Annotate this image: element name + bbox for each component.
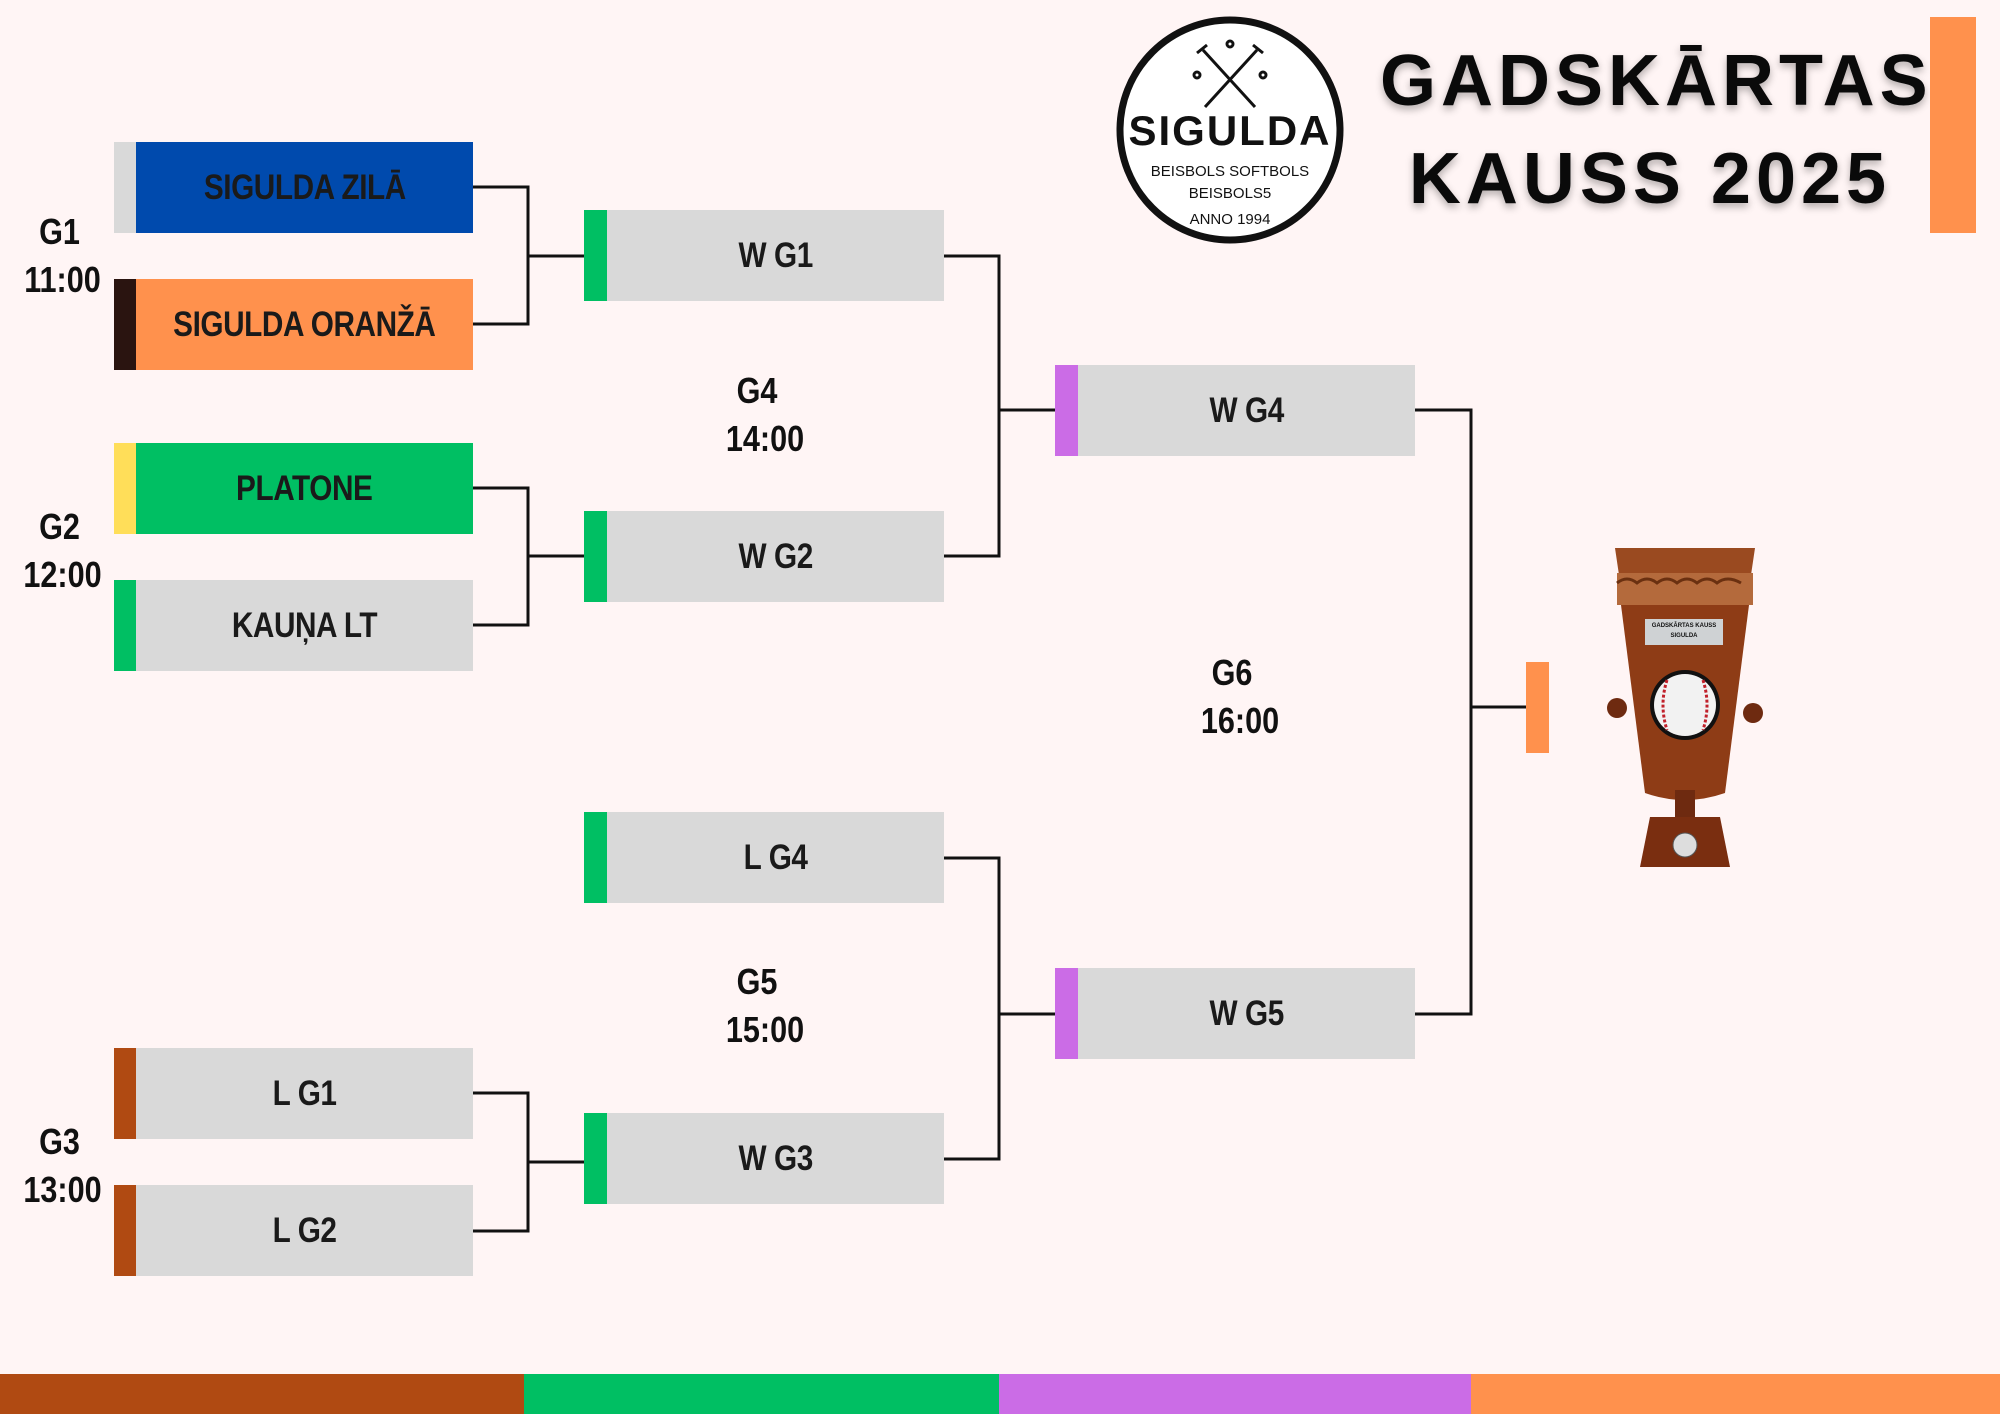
slot-stripe (1055, 968, 1078, 1059)
connector-g5 (944, 856, 1001, 1161)
slot-winner-g5[interactable]: W G5 (1078, 968, 1415, 1059)
final-winner-slot (1526, 662, 1549, 753)
team-label: PLATONE (236, 468, 373, 508)
team-platone[interactable]: PLATONE (136, 443, 473, 534)
team-label: SIGULDA ZILĀ (203, 167, 406, 207)
team-sigulda-oranza[interactable]: SIGULDA ORANŽĀ (136, 279, 473, 370)
slot-label: W G3 (738, 1138, 813, 1178)
logo-line2: BEISBOLS5 (1188, 185, 1272, 202)
slot-label: W G1 (738, 235, 813, 275)
trophy-plaque-line1: GADSKĀRTAS KAUSS (1651, 623, 1717, 629)
slot-label: W G4 (1209, 390, 1284, 430)
slot-stripe (584, 511, 607, 602)
slot-label: W G5 (1209, 993, 1284, 1033)
footer-bar-green (524, 1374, 999, 1414)
team-stripe (114, 279, 137, 370)
sigulda-logo: SIGULDA BEISBOLS SOFTBOLS BEISBOLS5 ANNO… (1115, 15, 1345, 245)
logo-line3: ANNO 1994 (1189, 211, 1271, 228)
team-sigulda-zila[interactable]: SIGULDA ZILĀ (136, 142, 473, 233)
slot-label: L G4 (743, 837, 808, 877)
trophy-plaque-line2: SIGULDA (1670, 633, 1698, 639)
logo-line1: BEISBOLS SOFTBOLS (1150, 163, 1310, 180)
slot-label: L G1 (272, 1073, 337, 1113)
team-stripe (114, 580, 137, 671)
slot-loser-g2[interactable]: L G2 (136, 1185, 473, 1276)
slot-stripe (584, 1113, 607, 1204)
logo-emblem-icon (1116, 16, 1344, 244)
team-stripe (114, 443, 137, 534)
team-stripe (114, 1048, 137, 1139)
slot-winner-g4[interactable]: W G4 (1078, 365, 1415, 456)
footer-bar-orange (1471, 1374, 2000, 1414)
title-accent-bar (1930, 17, 1976, 233)
slot-winner-g3[interactable]: W G3 (607, 1113, 944, 1204)
slot-label: L G2 (272, 1210, 337, 1250)
slot-stripe (584, 210, 607, 301)
slot-loser-g4[interactable]: L G4 (607, 812, 944, 903)
slot-winner-g1[interactable]: W G1 (607, 210, 944, 301)
slot-stripe (1055, 365, 1078, 456)
slot-label: W G2 (738, 536, 813, 576)
trophy-image: GADSKĀRTAS KAUSS SIGULDA (1605, 545, 1765, 875)
team-stripe (114, 1185, 137, 1276)
footer-bar-brown (0, 1374, 524, 1414)
title-line2: KAUSS 2025 (1408, 139, 1892, 219)
connector-g2 (473, 486, 530, 627)
footer-bar-purple (999, 1374, 1471, 1414)
team-label: SIGULDA ORANŽĀ (173, 304, 436, 344)
connector-g3 (473, 1091, 530, 1233)
team-stripe (114, 142, 137, 233)
connector-g4 (944, 254, 1001, 558)
connector-g1 (473, 185, 530, 326)
slot-stripe (584, 812, 607, 903)
connector-g6 (1415, 408, 1473, 1016)
slot-winner-g2[interactable]: W G2 (607, 511, 944, 602)
team-kauna-lt[interactable]: KAUŅA LT (136, 580, 473, 671)
trophy-icon (1607, 548, 1763, 867)
logo-name: SIGULDA (1128, 107, 1332, 154)
slot-loser-g1[interactable]: L G1 (136, 1048, 473, 1139)
team-label: KAUŅA LT (231, 605, 378, 645)
title-line1: GADSKĀRTAS (1380, 41, 1933, 121)
